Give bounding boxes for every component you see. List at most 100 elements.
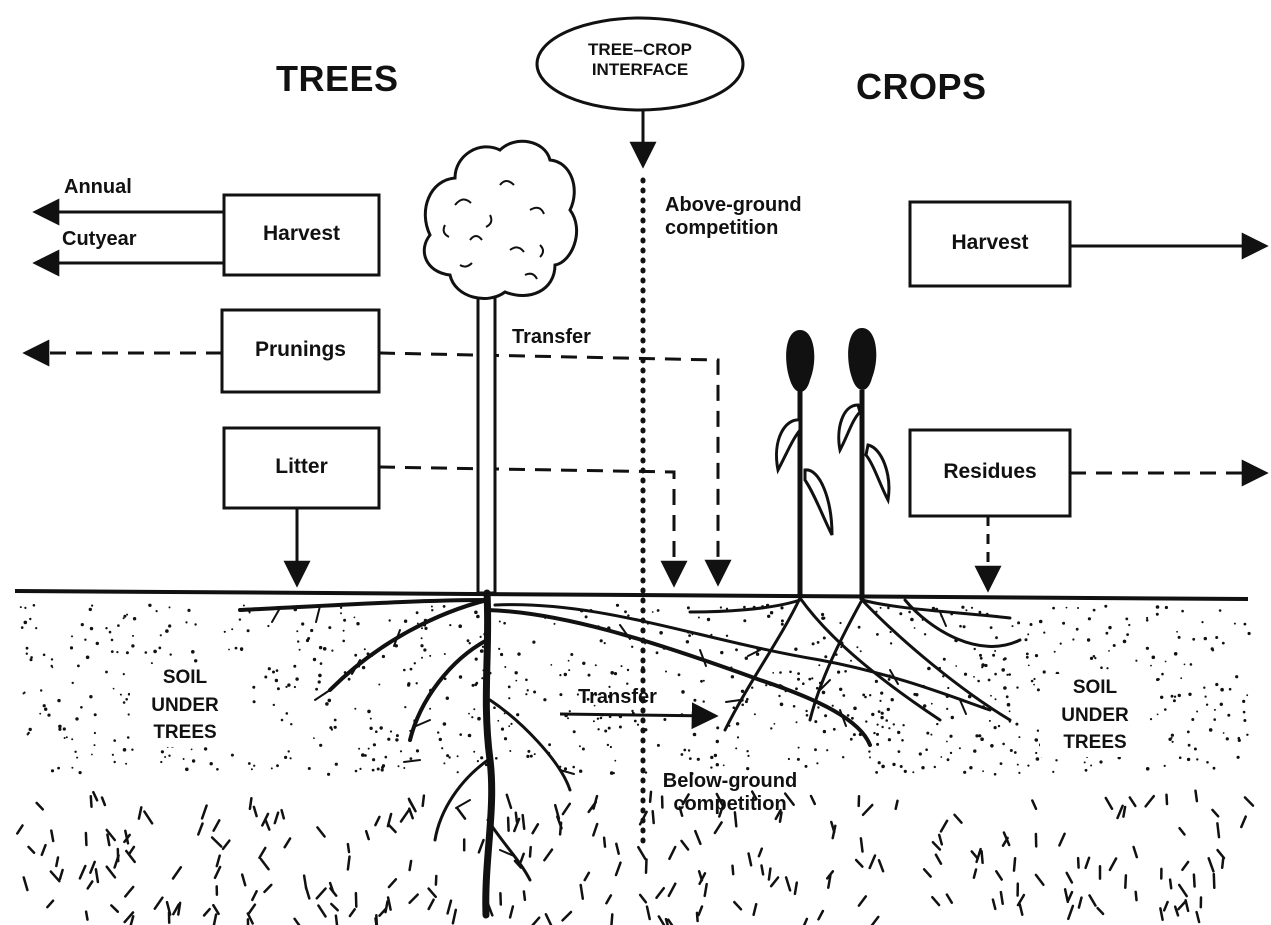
- soil-dash: [1170, 880, 1171, 889]
- soil-dot: [477, 717, 481, 721]
- soil-dot: [457, 755, 459, 757]
- soil-dot: [1146, 619, 1149, 622]
- soil-dash: [376, 918, 377, 925]
- soil-dot: [1235, 675, 1238, 678]
- soil-dot: [631, 710, 633, 712]
- soil-dot: [187, 609, 190, 612]
- soil-dot: [240, 647, 243, 650]
- soil-dot: [96, 642, 99, 645]
- soil-dot: [832, 705, 834, 707]
- soil-dot: [904, 770, 907, 773]
- soil-dot: [416, 749, 419, 752]
- soil-dot: [770, 727, 772, 729]
- soil-dot: [1113, 644, 1116, 647]
- soil-dash: [771, 878, 778, 887]
- soil-dash: [295, 919, 302, 925]
- soil-dot: [743, 606, 746, 609]
- soil-dot: [480, 649, 484, 653]
- soil-dot: [77, 665, 80, 668]
- soil-dot: [168, 624, 171, 627]
- soil-dot: [500, 653, 503, 656]
- soil-dot: [441, 747, 443, 749]
- soil-dot: [1035, 752, 1037, 754]
- soil-dot: [404, 620, 407, 623]
- soil-dot: [579, 745, 581, 747]
- soil-dash: [24, 877, 28, 890]
- soil-dash: [1110, 859, 1116, 870]
- soil-dot: [320, 662, 323, 665]
- soil-dot: [914, 627, 916, 629]
- soil-dot: [943, 658, 946, 661]
- soil-dash: [611, 914, 612, 925]
- soil-dot: [471, 716, 473, 718]
- soil-dot: [1150, 665, 1152, 667]
- soil-dot: [335, 763, 338, 766]
- soil-dot: [778, 695, 780, 697]
- soil-dot: [994, 650, 996, 652]
- soil-dot: [449, 624, 451, 626]
- soil-dot: [509, 750, 511, 752]
- soil-dot: [1135, 660, 1137, 662]
- soil-dash: [479, 840, 484, 852]
- litter-transfer-arrow: [379, 467, 674, 585]
- soil-dash: [1090, 895, 1096, 905]
- soil-dot: [824, 655, 827, 658]
- soil-dot: [794, 648, 797, 651]
- soil-dot: [588, 674, 591, 677]
- soil-dash: [1001, 892, 1003, 904]
- soil-dot: [579, 770, 582, 773]
- soil-dot: [57, 699, 60, 702]
- below-transfer-arrow: [560, 714, 716, 716]
- soil-dash: [86, 912, 87, 920]
- soil-dot: [726, 608, 728, 610]
- soil-dash: [697, 913, 698, 921]
- soil-dot: [731, 675, 734, 678]
- soil-dot: [720, 606, 722, 608]
- soil-dot: [1025, 638, 1028, 641]
- soil-dot: [161, 750, 164, 753]
- soil-dash: [974, 870, 976, 878]
- soil-dash: [1086, 858, 1090, 868]
- soil-dot: [424, 627, 427, 630]
- soil-dot: [608, 727, 611, 730]
- soil-dot: [398, 765, 400, 767]
- soil-dash: [453, 910, 456, 923]
- soil-dot: [1226, 737, 1229, 740]
- soil-dash: [646, 860, 647, 873]
- soil-right-line1: SOIL: [1040, 674, 1150, 702]
- soil-dot: [515, 671, 518, 674]
- soil-dot: [657, 609, 660, 612]
- soil-dot: [1014, 751, 1017, 754]
- soil-dash: [282, 810, 284, 818]
- soil-dot: [600, 639, 603, 642]
- soil-dot: [822, 691, 826, 695]
- soil-dash: [96, 869, 98, 882]
- soil-dot: [795, 687, 798, 690]
- soil-dot: [284, 756, 287, 759]
- soil-dot: [164, 756, 166, 758]
- soil-dash: [88, 882, 93, 889]
- soil-dot: [971, 607, 973, 609]
- soil-dot: [1146, 647, 1149, 650]
- soil-dot: [697, 758, 700, 761]
- soil-dot: [1242, 700, 1245, 703]
- soil-dash: [803, 919, 807, 925]
- soil-dot: [1187, 731, 1190, 734]
- soil-dot: [973, 749, 976, 752]
- soil-dot: [80, 706, 83, 709]
- crop-plant-1: [777, 330, 832, 598]
- soil-dot: [1150, 718, 1152, 720]
- soil-dot: [910, 618, 914, 622]
- soil-dash: [933, 842, 940, 849]
- soil-dot: [627, 614, 629, 616]
- soil-dot: [43, 704, 46, 707]
- soil-dot: [1246, 694, 1248, 696]
- soil-dot: [797, 678, 800, 681]
- crops-heading: CROPS: [856, 66, 987, 107]
- soil-dash: [769, 869, 771, 880]
- soil-dot: [1090, 765, 1092, 767]
- soil-dot: [665, 671, 667, 673]
- soil-dot: [252, 686, 255, 689]
- soil-dash: [668, 920, 676, 925]
- soil-dot: [1106, 667, 1108, 669]
